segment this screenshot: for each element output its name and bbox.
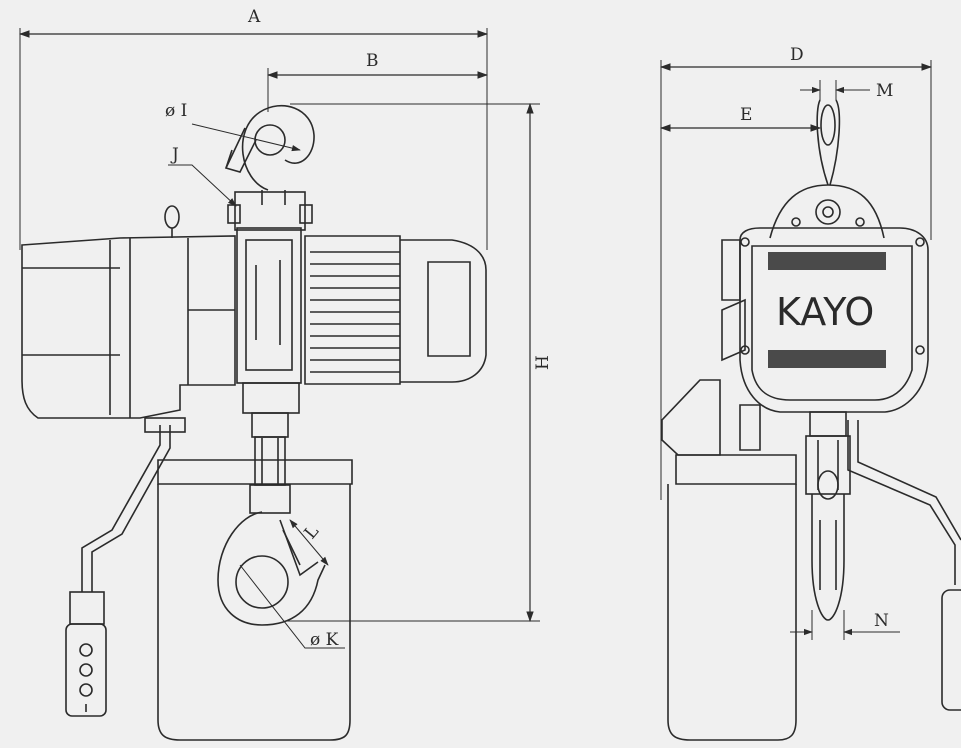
label-h: H: [533, 355, 553, 370]
brand-logo: KAYO: [776, 290, 874, 334]
hoist-body: [21, 227, 302, 419]
label-e: E: [740, 105, 752, 125]
dimension-n: [790, 610, 900, 640]
eye-bolt: [164, 205, 180, 238]
dimension-h: [285, 102, 540, 623]
front-chain-bag: [661, 379, 797, 741]
label-l: L: [301, 522, 324, 544]
label-d: D: [790, 45, 804, 65]
label-n: N: [874, 611, 889, 631]
label-b: B: [366, 51, 379, 71]
label-m: M: [876, 81, 893, 101]
label-a: A: [247, 7, 261, 27]
dimension-a: [18, 28, 489, 250]
label-diameter-i: ø I: [165, 101, 187, 121]
label-diameter-k: ø K: [310, 630, 339, 650]
front-housing: [739, 227, 929, 413]
pendant-control: [65, 417, 186, 717]
label-j: J: [170, 145, 179, 165]
chain-bag: [157, 459, 353, 741]
motor: [304, 235, 487, 385]
dimension-m: [800, 80, 870, 100]
front-view: [659, 60, 961, 741]
side-view: [18, 28, 540, 741]
dimension-b: [266, 68, 489, 112]
top-hook: [224, 104, 315, 205]
dimension-d: [659, 60, 933, 500]
